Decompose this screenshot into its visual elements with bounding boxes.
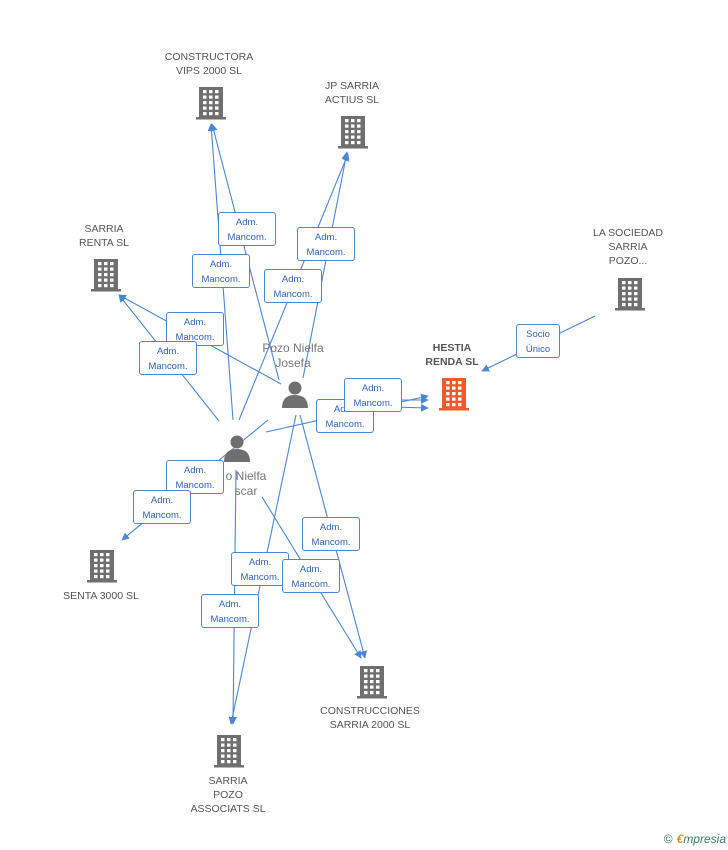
relation-edge xyxy=(302,151,350,379)
edge-label-adm-mancom[interactable]: Adm. Mancom. xyxy=(264,269,322,303)
company-label-jp-sarria-actius[interactable]: JP SARRIA ACTIUS SL xyxy=(324,80,380,106)
copyright-icon: © xyxy=(663,832,673,846)
company-label-la-sociedad-sarria-pozo[interactable]: LA SOCIEDAD SARRIA POZO... xyxy=(592,227,664,267)
edge-label-adm-mancom[interactable]: Adm. Mancom. xyxy=(139,341,197,375)
edge-label-adm-mancom[interactable]: Adm. Mancom. xyxy=(192,254,250,288)
building-icon[interactable] xyxy=(196,87,226,120)
empresia-footer[interactable]: ©€mpresia xyxy=(664,832,726,846)
company-label-sarria-pozo-associats[interactable]: SARRIA POZO ASSOCIATS SL xyxy=(190,775,266,815)
building-icon[interactable] xyxy=(87,550,117,583)
person-label-pozo-nielfa-josefa[interactable]: Pozo Nielfa Josefa xyxy=(262,341,324,370)
edge-label-adm-mancom[interactable]: Adm. Mancom. xyxy=(302,517,360,551)
edge-label-adm-mancom[interactable]: Adm. Mancom. xyxy=(201,594,259,628)
edge-label-adm-mancom[interactable]: Adm. Mancom. xyxy=(297,227,355,261)
edge-label-adm-mancom[interactable]: Adm. Mancom. xyxy=(166,460,224,494)
building-icon[interactable] xyxy=(615,278,645,311)
company-label-constructora-vips-2000[interactable]: CONSTRUCTORA VIPS 2000 SL xyxy=(164,51,254,77)
relation-edge xyxy=(210,123,280,381)
building-icon[interactable] xyxy=(357,666,387,699)
company-label-sarria-renta[interactable]: SARRIA RENTA SL xyxy=(79,223,129,249)
edge-label-adm-mancom[interactable]: Adm. Mancom. xyxy=(231,552,289,586)
company-label-construcciones-sarria-2000[interactable]: CONSTRUCCIONES SARRIA 2000 SL xyxy=(320,705,420,731)
building-icon[interactable] xyxy=(91,259,121,292)
edge-label-adm-mancom[interactable]: Adm. Mancom. xyxy=(344,378,402,412)
empresia-logo-text: mpresia xyxy=(683,832,726,846)
person-icon[interactable] xyxy=(282,381,308,409)
person-label-pozo-nielfa-oscar[interactable]: o Nielfa scar xyxy=(225,469,267,498)
building-icon[interactable] xyxy=(214,735,244,768)
edge-label-adm-mancom[interactable]: Adm. Mancom. xyxy=(218,212,276,246)
edge-label-socio-unico[interactable]: Socio Único xyxy=(516,324,560,358)
edge-label-adm-mancom[interactable]: Adm. Mancom. xyxy=(133,490,191,524)
company-label-senta-3000[interactable]: SENTA 3000 SL xyxy=(63,590,139,602)
company-label-hestia-renda[interactable]: HESTIA RENDA SL xyxy=(425,342,479,368)
building-icon[interactable] xyxy=(439,378,469,411)
person-icon[interactable] xyxy=(224,435,250,463)
empresia-logo-initial: € xyxy=(676,832,684,846)
edge-label-adm-mancom[interactable]: Adm. Mancom. xyxy=(282,559,340,593)
building-icon[interactable] xyxy=(338,116,368,149)
